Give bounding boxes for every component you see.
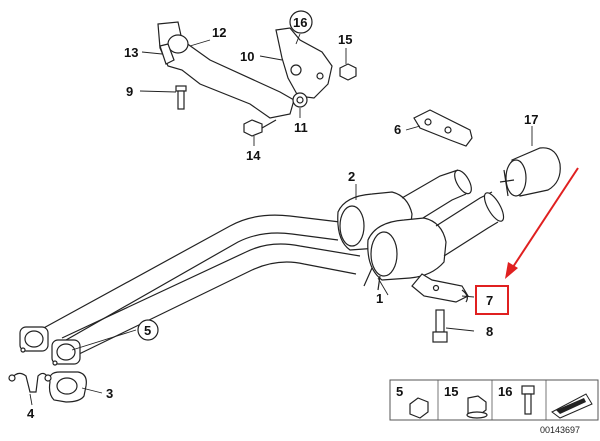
bolt-part-8 — [432, 309, 448, 343]
legend-item-15-label: 15 — [444, 384, 458, 399]
legend-nut-icon — [409, 397, 429, 419]
callout-2: 2 — [348, 169, 355, 184]
bracket-part-4 — [8, 372, 52, 393]
diagram-id: 00143697 — [540, 425, 580, 435]
bolt-part-14 — [243, 119, 277, 137]
catalytic-converter-1 — [363, 217, 447, 291]
nut-part-15 — [339, 63, 357, 81]
callout-6: 6 — [394, 122, 401, 137]
callout-1: 1 — [376, 291, 383, 306]
leader-lines — [29, 33, 533, 406]
legend-item-5-label: 5 — [396, 384, 403, 399]
callout-11: 11 — [294, 120, 308, 135]
legend-bolt-icon — [521, 385, 535, 415]
callout-16-circle — [289, 10, 313, 34]
bracket-part-10 — [275, 27, 333, 99]
callout-14: 14 — [246, 148, 261, 163]
callout-8: 8 — [486, 324, 493, 339]
hardware-legend: 5 15 16 — [389, 379, 599, 421]
callout-5-circle — [137, 319, 159, 341]
red-pointer-arrow — [505, 167, 579, 279]
bracket-part-7 — [411, 273, 469, 303]
callout-12: 12 — [212, 25, 226, 40]
callout-13: 13 — [124, 45, 138, 60]
callout-15: 15 — [338, 32, 352, 47]
callout-10: 10 — [240, 49, 254, 64]
legend-arrow-icon — [551, 393, 593, 419]
callout-7: 7 — [486, 293, 493, 308]
support-bracket-part-12 — [157, 21, 295, 119]
callout-5: 5 — [144, 323, 151, 338]
washer-part-11 — [292, 92, 308, 108]
front-flange-left — [19, 326, 49, 353]
callout-16: 16 — [293, 15, 307, 30]
legend-item-16-label: 16 — [498, 384, 512, 399]
front-flange-right — [51, 339, 81, 366]
callout-4: 4 — [27, 406, 35, 421]
callout-17: 17 — [524, 112, 538, 127]
callout-3: 3 — [106, 386, 113, 401]
bolt-part-9 — [175, 85, 187, 110]
bracket-part-6 — [413, 109, 473, 147]
muffler-part-17 — [499, 147, 561, 197]
exhaust-pipe-assembly — [19, 169, 505, 366]
gasket-part-3 — [48, 371, 87, 403]
callout-7-highlight-box — [475, 285, 509, 315]
callout-9: 9 — [126, 84, 133, 99]
bracket-part-13 — [159, 43, 175, 65]
